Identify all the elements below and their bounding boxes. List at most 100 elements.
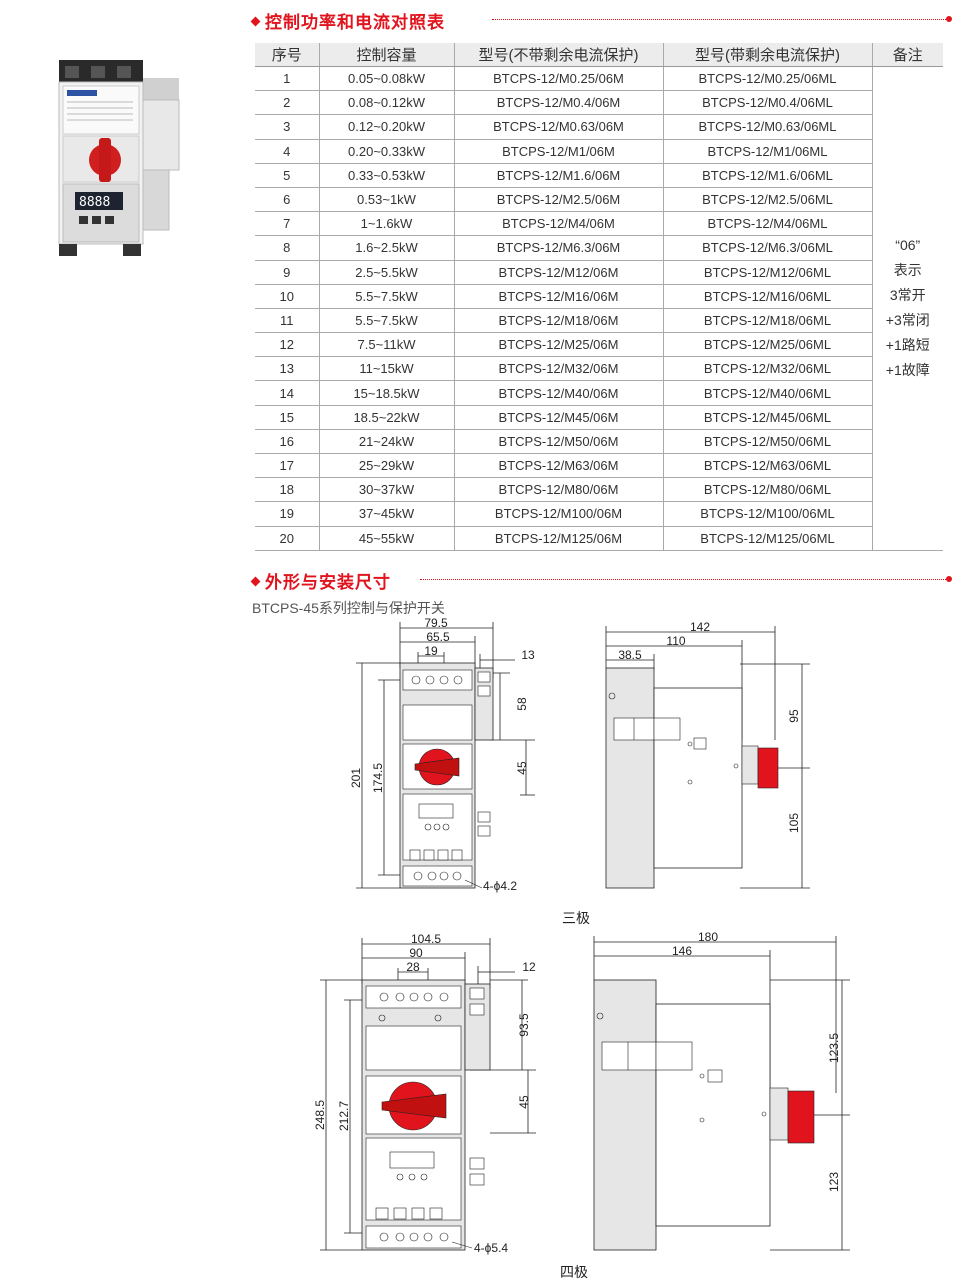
cell-capacity: 15~18.5kW — [318, 380, 454, 406]
cell-model-rcd: BTCPS-12/M2.5/06ML — [662, 187, 872, 213]
note-line: 表示 — [893, 262, 922, 279]
cell-model-rcd: BTCPS-12/M1.6/06ML — [662, 163, 872, 188]
cell-model-no-rcd: BTCPS-12/M0.63/06M — [453, 114, 663, 140]
cell-model-rcd: BTCPS-12/M4/06ML — [662, 211, 872, 237]
cell-model-rcd: BTCPS-12/M25/06ML — [662, 332, 872, 358]
cell-model-no-rcd: BTCPS-12/M2.5/06M — [453, 187, 663, 213]
cell-capacity: 25~29kW — [318, 453, 454, 479]
dim-width-body: 90 — [409, 946, 423, 960]
svg-text:8888: 8888 — [79, 195, 110, 210]
cell-model-no-rcd: BTCPS-12/M45/06M — [453, 405, 663, 430]
cell-model-rcd: BTCPS-12/M6.3/06ML — [662, 235, 872, 261]
cell-model-no-rcd: BTCPS-12/M25/06M — [453, 332, 663, 358]
dim-width-body: 65.5 — [426, 630, 450, 644]
cell-model-rcd: BTCPS-12/M18/06ML — [662, 308, 872, 334]
caption-4pole: 四极 — [560, 1265, 588, 1281]
cell-index: 13 — [255, 356, 319, 382]
cell-capacity: 11~15kW — [318, 356, 454, 382]
series-subtitle: BTCPS-45系列控制与保护开关 — [252, 600, 445, 616]
cell-capacity: 5.5~7.5kW — [318, 284, 454, 309]
cell-model-no-rcd: BTCPS-12/M32/06M — [453, 356, 663, 382]
dim-height-upper: 123.5 — [827, 1033, 841, 1063]
cell-model-no-rcd: BTCPS-12/M6.3/06M — [453, 235, 663, 261]
cell-model-rcd: BTCPS-12/M32/06ML — [662, 356, 872, 382]
cell-model-rcd: BTCPS-12/M12/06ML — [662, 260, 872, 285]
cell-index: 18 — [255, 477, 319, 503]
cell-capacity: 30~37kW — [318, 477, 454, 503]
cell-index: 3 — [255, 114, 319, 140]
cell-model-no-rcd: BTCPS-12/M80/06M — [453, 477, 663, 503]
product-photo: 8888 — [58, 60, 180, 256]
cell-index: 2 — [255, 90, 319, 116]
header-index: 序号 — [255, 43, 319, 67]
cell-capacity: 2.5~5.5kW — [318, 260, 454, 285]
dim-width-total: 79.5 — [424, 618, 448, 630]
cell-capacity: 0.53~1kW — [318, 187, 454, 213]
cell-capacity: 1.6~2.5kW — [318, 235, 454, 261]
cell-index: 10 — [255, 284, 319, 309]
drawing-4pole-front: 104.5 90 28 12 248.5 212.7 93.5 45 4-ϕ5.… — [313, 932, 536, 1255]
cell-capacity: 21~24kW — [318, 429, 454, 455]
cell-capacity: 1~1.6kW — [318, 211, 454, 237]
cell-model-rcd: BTCPS-12/M16/06ML — [662, 284, 872, 309]
drawing-3pole-front: 79.5 65.5 19 13 201 174.5 58 45 4-ϕ4.2 — [349, 618, 535, 893]
cell-index: 9 — [255, 260, 319, 285]
cell-model-rcd: BTCPS-12/M0.4/06ML — [662, 90, 872, 116]
dim-depth-mid: 146 — [672, 944, 692, 958]
cell-model-rcd: BTCPS-12/M0.25/06ML — [662, 66, 872, 92]
dim-height-top: 58 — [515, 697, 529, 711]
cell-model-rcd: BTCPS-12/M45/06ML — [662, 405, 872, 430]
cell-index: 4 — [255, 139, 319, 164]
cell-model-rcd: BTCPS-12/M125/06ML — [662, 526, 872, 551]
dim-width-side: 12 — [522, 960, 536, 974]
cell-capacity: 0.12~0.20kW — [318, 114, 454, 140]
cell-model-rcd: BTCPS-12/M50/06ML — [662, 429, 872, 455]
section-title-dimensions: 外形与安装尺寸 — [250, 568, 391, 593]
dim-height-upper: 95 — [787, 709, 801, 723]
cell-index: 17 — [255, 453, 319, 479]
diamond-icon — [250, 16, 261, 26]
table-header-row: 序号 控制容量 型号(不带剩余电流保护) 型号(带剩余电流保护) 备注 — [255, 43, 943, 67]
header-capacity: 控制容量 — [318, 43, 454, 67]
section-title-power-table: 控制功率和电流对照表 — [250, 8, 445, 33]
cell-capacity: 45~55kW — [318, 526, 454, 551]
dim-width-side: 13 — [521, 648, 535, 662]
header-note: 备注 — [871, 43, 943, 67]
cell-capacity: 0.05~0.08kW — [318, 66, 454, 92]
header-model-no-rcd: 型号(不带剩余电流保护) — [453, 43, 663, 67]
dim-height-total: 248.5 — [313, 1100, 327, 1130]
drawing-4pole-side: 180 146 123.5 123 — [593, 930, 850, 1251]
cell-index: 12 — [255, 332, 319, 358]
dim-depth-total: 180 — [698, 930, 718, 944]
cell-model-rcd: BTCPS-12/M40/06ML — [662, 380, 872, 406]
note-line: 3常开 — [889, 287, 926, 304]
caption-3pole: 三极 — [562, 911, 590, 927]
cell-model-no-rcd: BTCPS-12/M4/06M — [453, 211, 663, 237]
diamond-icon — [250, 576, 261, 586]
cell-capacity: 37~45kW — [318, 501, 454, 527]
cell-model-no-rcd: BTCPS-12/M63/06M — [453, 453, 663, 479]
cell-model-no-rcd: BTCPS-12/M100/06M — [453, 501, 663, 527]
dim-depth-mid: 110 — [666, 634, 685, 648]
cell-model-no-rcd: BTCPS-12/M12/06M — [453, 260, 663, 285]
cell-index: 19 — [255, 501, 319, 527]
dim-depth-total: 142 — [690, 620, 710, 634]
dim-holes: 4-ϕ4.2 — [483, 879, 517, 893]
section-divider — [492, 19, 948, 20]
cell-model-no-rcd: BTCPS-12/M125/06M — [453, 526, 663, 551]
dim-height-inner: 212.7 — [337, 1101, 351, 1131]
